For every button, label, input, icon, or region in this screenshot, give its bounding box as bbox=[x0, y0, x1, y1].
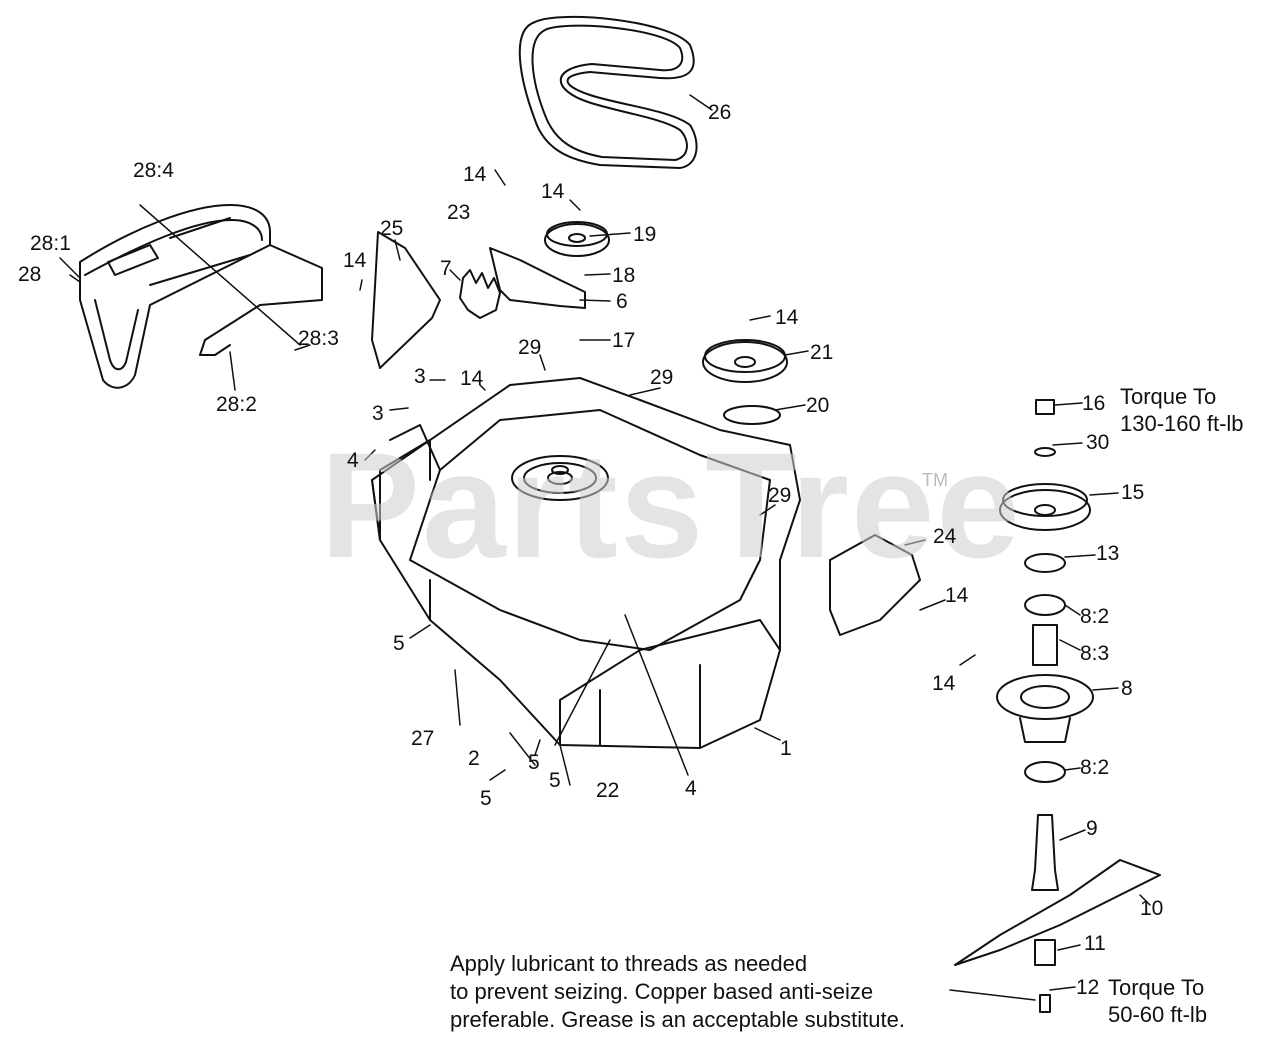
torque-note-bottom-line1: Torque To bbox=[1108, 975, 1205, 1000]
callout-29: 29 bbox=[518, 336, 542, 359]
lubricant-note-line3: preferable. Grease is an acceptable subs… bbox=[450, 1007, 905, 1032]
callout-28-1: 28:1 bbox=[30, 232, 71, 255]
callout-15: 15 bbox=[1121, 481, 1145, 504]
callout-8-2: 8:2 bbox=[1080, 605, 1110, 628]
callout-14: 14 bbox=[775, 306, 799, 329]
callout-24: 24 bbox=[933, 525, 957, 548]
mower-deck bbox=[371, 377, 801, 749]
pulley-21 bbox=[702, 339, 788, 383]
bolt-12 bbox=[1039, 994, 1051, 1013]
callout-28-3: 28:3 bbox=[298, 327, 339, 350]
bearing-8-2-bottom bbox=[1024, 761, 1066, 783]
callout-29: 29 bbox=[650, 366, 674, 389]
callout-6: 6 bbox=[616, 290, 628, 313]
blade-10 bbox=[954, 859, 1161, 966]
callout-13: 13 bbox=[1096, 542, 1120, 565]
lubricant-note-line2: to prevent seizing. Copper based anti-se… bbox=[450, 979, 874, 1004]
callout-20: 20 bbox=[806, 394, 830, 417]
callout-14: 14 bbox=[541, 180, 565, 203]
spindle-pulley-15 bbox=[999, 483, 1091, 531]
callout-16: 16 bbox=[1082, 392, 1106, 415]
torque-note-bottom-line2: 50-60 ft-lb bbox=[1108, 1002, 1208, 1027]
belt-cover bbox=[79, 204, 323, 389]
callout-23: 23 bbox=[447, 201, 471, 224]
belt bbox=[518, 15, 698, 169]
nut-16 bbox=[1035, 399, 1055, 415]
callout-1: 1 bbox=[780, 737, 792, 760]
pulley-19 bbox=[544, 221, 610, 257]
callout-5: 5 bbox=[480, 787, 492, 810]
callout-5: 5 bbox=[528, 751, 540, 774]
belt-guide-right bbox=[829, 534, 921, 636]
washer-13 bbox=[1024, 553, 1066, 573]
callout-28-2: 28:2 bbox=[216, 393, 257, 416]
lubricant-note-line1: Apply lubricant to threads as needed bbox=[450, 951, 808, 976]
spindle-shaft-9 bbox=[1031, 814, 1059, 891]
callout-3: 3 bbox=[414, 365, 426, 388]
callout-29: 29 bbox=[768, 484, 792, 507]
callout-25: 25 bbox=[380, 217, 404, 240]
callout-11: 11 bbox=[1084, 932, 1106, 955]
washer-30 bbox=[1034, 447, 1056, 457]
callout-19: 19 bbox=[633, 223, 657, 246]
callout-22: 22 bbox=[596, 779, 620, 802]
callout-18: 18 bbox=[612, 264, 636, 287]
callout-14: 14 bbox=[343, 249, 367, 272]
callout-14: 14 bbox=[932, 672, 956, 695]
callout-9: 9 bbox=[1086, 817, 1098, 840]
callout-28: 28 bbox=[18, 263, 42, 286]
callout-14: 14 bbox=[945, 584, 969, 607]
callout-17: 17 bbox=[612, 329, 636, 352]
deck-idler-pulley bbox=[511, 455, 609, 501]
callout-2: 2 bbox=[468, 747, 480, 770]
callout-28-4: 28:4 bbox=[133, 159, 174, 182]
callout-21: 21 bbox=[810, 341, 834, 364]
spring bbox=[459, 269, 501, 319]
callout-5: 5 bbox=[393, 632, 405, 655]
callout-8-2: 8:2 bbox=[1080, 756, 1110, 779]
callout-27: 27 bbox=[411, 727, 435, 750]
torque-note-top-line2: 130-160 ft-lb bbox=[1120, 411, 1244, 436]
spindle-housing-8 bbox=[996, 674, 1094, 743]
callout-8-3: 8:3 bbox=[1080, 642, 1110, 665]
callout-3: 3 bbox=[372, 402, 384, 425]
spline-11 bbox=[1034, 939, 1056, 966]
torque-note-top-line1: Torque To bbox=[1120, 384, 1217, 409]
callout-5: 5 bbox=[549, 769, 561, 792]
trademark-mark: TM bbox=[922, 470, 948, 490]
callout-10: 10 bbox=[1140, 897, 1164, 920]
callout-12: 12 bbox=[1076, 976, 1100, 999]
callout-4: 4 bbox=[347, 449, 359, 472]
pulley-cover-20 bbox=[723, 405, 781, 425]
callout-4: 4 bbox=[685, 777, 697, 800]
callout-30: 30 bbox=[1086, 431, 1110, 454]
belt-guide-left bbox=[371, 231, 441, 369]
callout-14: 14 bbox=[463, 163, 487, 186]
idler-arm bbox=[489, 247, 586, 309]
callout-14: 14 bbox=[460, 367, 484, 390]
spacer-8-3 bbox=[1032, 624, 1058, 666]
callout-26: 26 bbox=[708, 101, 732, 124]
callout-8: 8 bbox=[1121, 677, 1133, 700]
callout-7: 7 bbox=[440, 257, 452, 280]
bearing-8-2-top bbox=[1024, 594, 1066, 616]
